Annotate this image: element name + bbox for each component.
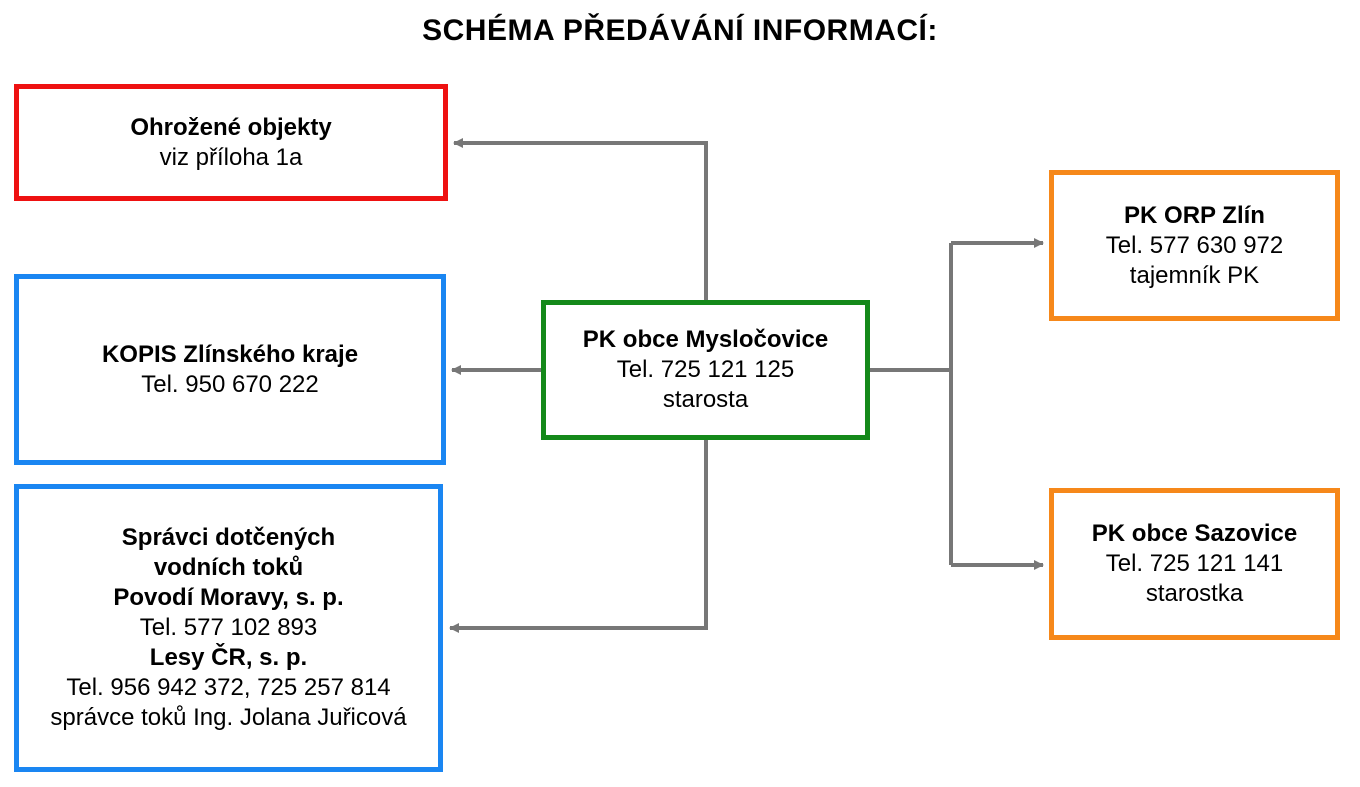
node-ohrozene-title: Ohrožené objekty xyxy=(130,113,332,141)
node-sazovice-phone: Tel. 725 121 141 xyxy=(1105,550,1284,577)
node-spravci-title-line2: vodních toků xyxy=(153,554,304,581)
node-kopis-phone: Tel. 950 670 222 xyxy=(141,370,319,398)
node-ohrozene-note: viz příloha 1a xyxy=(159,143,303,171)
node-pk-sazovice: PK obce Sazovice Tel. 725 121 141 staros… xyxy=(1049,488,1340,640)
node-orp-title: PK ORP Zlín xyxy=(1124,201,1265,229)
node-spravci-title-line1: Správci dotčených xyxy=(121,524,336,551)
node-center-role: starosta xyxy=(662,386,749,413)
node-spravci-org1-phone: Tel. 577 102 893 xyxy=(139,614,318,641)
node-orp-phone: Tel. 577 630 972 xyxy=(1105,231,1284,259)
node-sazovice-role: starostka xyxy=(1145,580,1244,607)
node-ohrozene-objekty: Ohrožené objekty viz příloha 1a xyxy=(14,84,448,201)
node-spravci-org2-contact: správce toků Ing. Jolana Juřicová xyxy=(50,704,407,731)
node-spravci-toku: Správci dotčených vodních toků Povodí Mo… xyxy=(14,484,443,772)
node-orp-role: tajemník PK xyxy=(1129,261,1260,289)
node-sazovice-title: PK obce Sazovice xyxy=(1091,520,1298,547)
node-pk-myslocovice: PK obce Mysločovice Tel. 725 121 125 sta… xyxy=(541,300,870,440)
node-kopis: KOPIS Zlínského kraje Tel. 950 670 222 xyxy=(14,274,446,465)
node-center-title: PK obce Mysločovice xyxy=(582,326,829,353)
node-spravci-org1: Povodí Moravy, s. p. xyxy=(113,584,344,611)
connector-to-spravci xyxy=(449,440,708,633)
diagram-title: SCHÉMA PŘEDÁVÁNÍ INFORMACÍ: xyxy=(422,14,938,47)
node-spravci-org2: Lesy ČR, s. p. xyxy=(149,644,308,671)
connector-to-ohrozene xyxy=(453,138,708,300)
node-pk-orp-zlin: PK ORP Zlín Tel. 577 630 972 tajemník PK xyxy=(1049,170,1340,321)
node-center-phone: Tel. 725 121 125 xyxy=(616,356,795,383)
node-kopis-title: KOPIS Zlínského kraje xyxy=(101,340,359,368)
node-spravci-org2-phone: Tel. 956 942 372, 725 257 814 xyxy=(66,674,391,701)
